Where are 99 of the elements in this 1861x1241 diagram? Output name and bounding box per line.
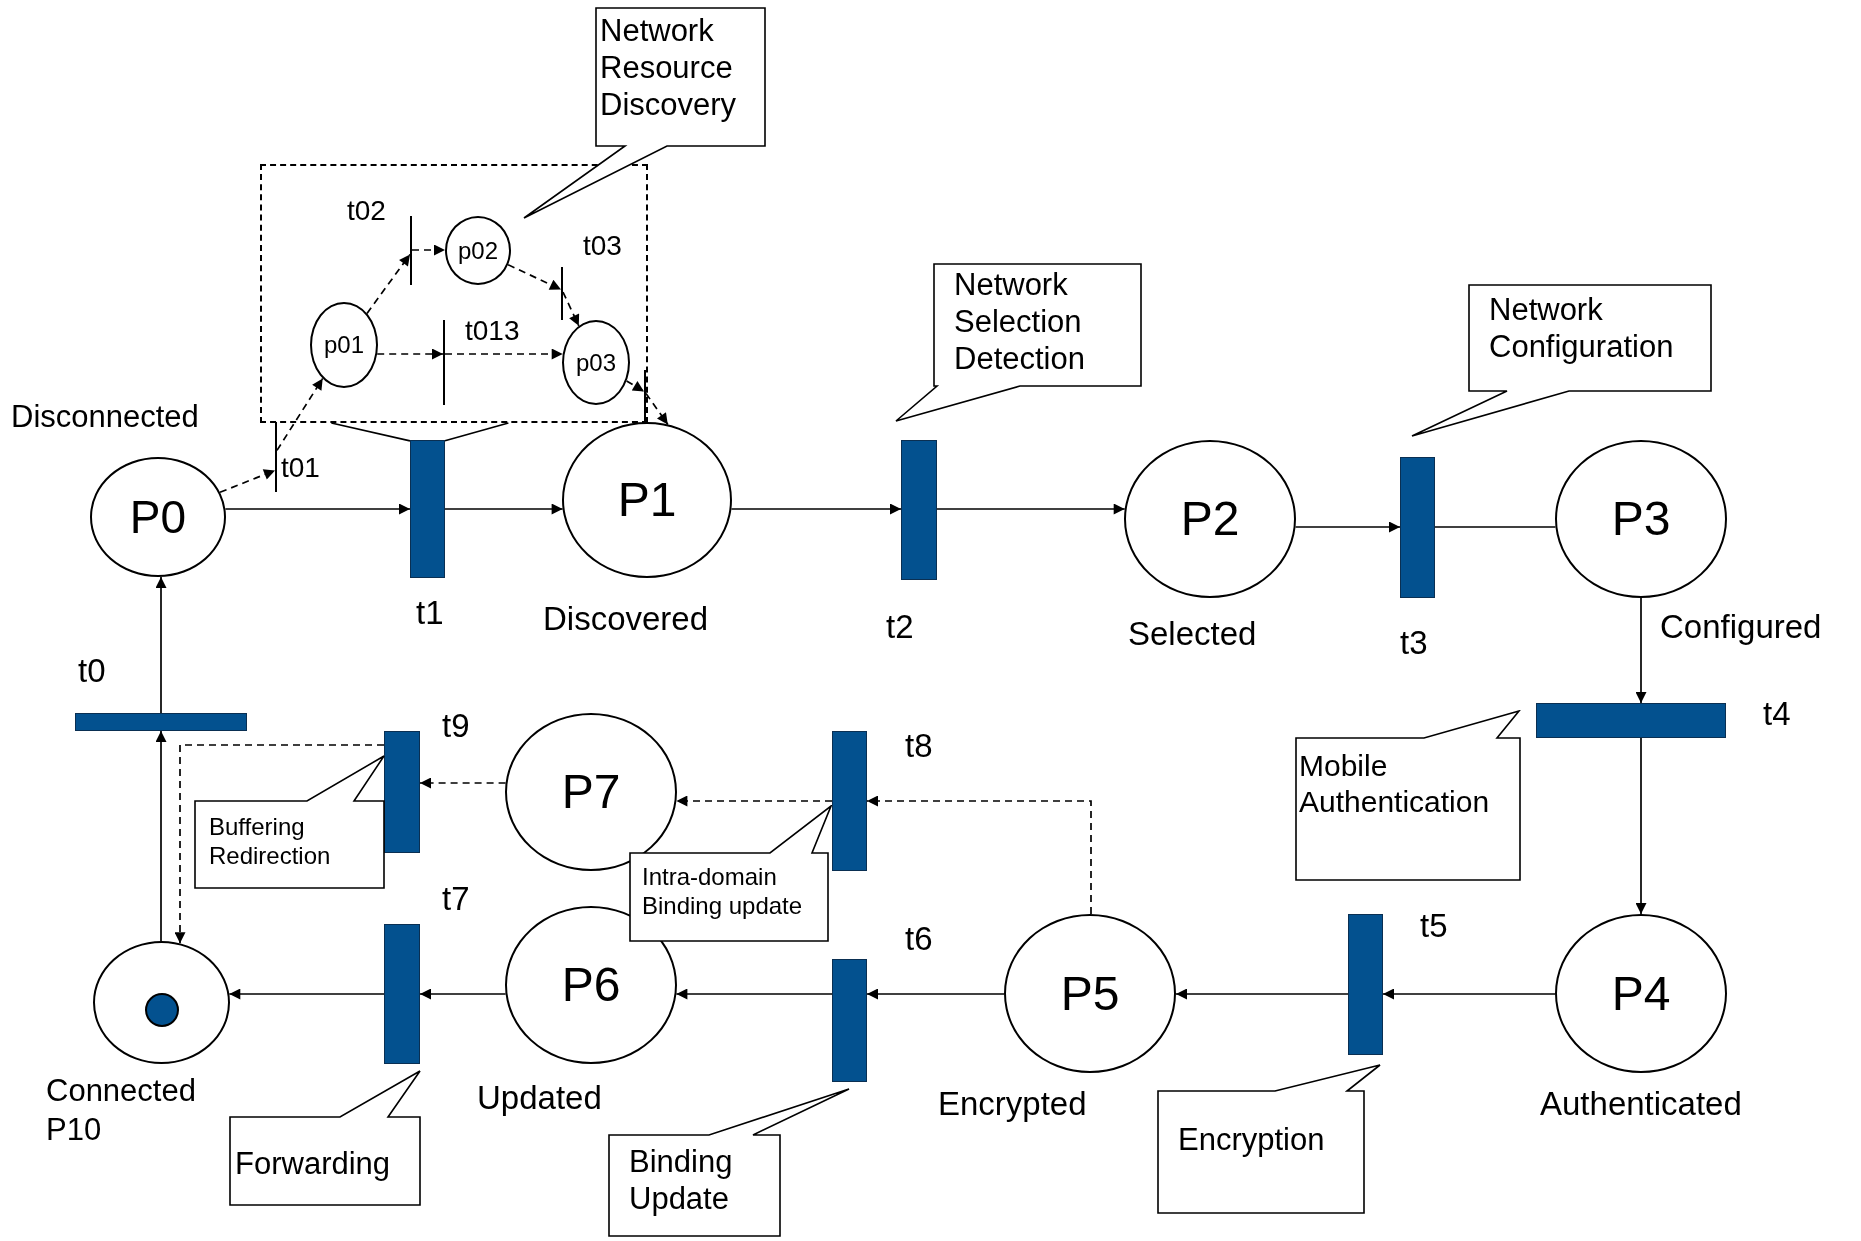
arrow xyxy=(625,380,645,393)
state-label: Connected P10 xyxy=(46,1072,197,1149)
transition-line xyxy=(644,370,646,422)
arrow xyxy=(224,503,411,515)
place-label: P4 xyxy=(1611,969,1671,1018)
transition-bar xyxy=(384,731,420,853)
transition-label: t2 xyxy=(886,607,914,647)
arrow xyxy=(1635,737,1647,915)
transition-line xyxy=(561,267,563,320)
callout-box xyxy=(523,7,766,219)
transition-label: t02 xyxy=(347,194,386,228)
arrow xyxy=(1635,597,1647,704)
arrow xyxy=(866,988,1005,1000)
state-label: Configured xyxy=(1660,607,1822,647)
transition-bar xyxy=(1536,703,1726,738)
place-label: P5 xyxy=(1060,969,1120,1018)
place-label: p03 xyxy=(575,350,616,375)
callout-text: Network Selection Detection xyxy=(954,266,1086,378)
transition-label: t5 xyxy=(1420,906,1448,946)
transition-label: t3 xyxy=(1400,623,1428,663)
transition-line xyxy=(410,216,412,285)
callout-box xyxy=(1295,710,1521,881)
arrow xyxy=(562,291,580,327)
arrow xyxy=(936,503,1126,515)
arrow xyxy=(174,744,385,945)
arrow xyxy=(219,469,276,494)
transition-bar xyxy=(832,959,867,1082)
arrow xyxy=(1175,988,1349,1000)
subnet-boundary xyxy=(260,164,648,423)
transition-line xyxy=(275,422,277,492)
arrow xyxy=(419,988,507,1000)
transition-label: t013 xyxy=(465,314,520,348)
connector-line xyxy=(444,422,510,442)
callout-text: Forwarding xyxy=(235,1145,391,1183)
callout-text: Intra-domain Binding update xyxy=(642,863,804,921)
transition-label: t6 xyxy=(905,919,933,959)
state-label: Updated xyxy=(477,1078,602,1118)
arrow xyxy=(411,244,446,256)
arrow xyxy=(228,988,385,1000)
place-label: P6 xyxy=(561,961,621,1009)
transition-line xyxy=(443,320,445,405)
callout-text: Mobile Authentication xyxy=(1299,748,1491,820)
transition-label: t4 xyxy=(1763,694,1791,734)
arrow xyxy=(155,576,167,714)
arrow xyxy=(1382,988,1556,1000)
state-label: Disconnected xyxy=(11,398,199,436)
state-label: Selected xyxy=(1128,614,1257,654)
transition-bar xyxy=(410,440,445,578)
transition-label: t7 xyxy=(442,879,470,919)
transition-label: t0 xyxy=(78,651,106,691)
place-label: P1 xyxy=(617,476,677,524)
transition-label: t01 xyxy=(281,451,320,485)
arrow xyxy=(507,263,562,291)
arrow xyxy=(675,795,833,807)
connector-line xyxy=(330,422,411,442)
place-label: p01 xyxy=(323,333,364,357)
transition-bar xyxy=(75,713,247,731)
callout-text: Buffering Redirection xyxy=(209,813,332,871)
callout-box xyxy=(1411,284,1712,437)
callout-box xyxy=(895,263,1142,422)
transition-label: t03 xyxy=(583,229,622,263)
callout-box xyxy=(629,805,832,942)
transition-bar xyxy=(901,440,937,580)
place-label: P3 xyxy=(1611,495,1671,543)
callout-text: Network Resource Discovery xyxy=(600,12,738,124)
callout-text: Binding Update xyxy=(629,1143,734,1218)
arrow xyxy=(376,348,444,360)
transition-bar xyxy=(832,731,867,871)
connector-line xyxy=(1434,526,1557,528)
arrow xyxy=(675,988,833,1000)
state-label: Discovered xyxy=(543,599,709,639)
place-label: P7 xyxy=(561,768,621,816)
callout-box xyxy=(608,1088,850,1237)
arrow xyxy=(444,503,564,515)
place-label: P2 xyxy=(1180,495,1240,543)
state-label: Authenticated xyxy=(1540,1084,1742,1124)
transition-bar xyxy=(384,924,420,1064)
arrow xyxy=(1294,521,1401,533)
transition-label: t1 xyxy=(416,593,444,633)
callout-box xyxy=(194,755,385,889)
arrow xyxy=(276,377,324,452)
transition-label: t8 xyxy=(905,726,933,766)
arrow xyxy=(419,777,507,789)
transition-bar xyxy=(1348,914,1383,1055)
callout-text: Network Configuration xyxy=(1489,291,1675,366)
callout-box xyxy=(229,1070,421,1206)
transition-bar xyxy=(1400,457,1435,598)
place-circle xyxy=(310,302,378,388)
arrow xyxy=(866,795,1092,915)
transition-label: t9 xyxy=(442,706,470,746)
arrow xyxy=(730,503,902,515)
arrow xyxy=(444,348,564,360)
state-label: Encrypted xyxy=(938,1084,1087,1124)
arrow xyxy=(155,730,167,942)
place-label: P0 xyxy=(129,494,187,540)
arrow xyxy=(366,253,411,315)
callout-text: Encryption xyxy=(1178,1121,1325,1159)
place-label: p02 xyxy=(457,238,498,263)
callout-box xyxy=(1157,1064,1381,1214)
